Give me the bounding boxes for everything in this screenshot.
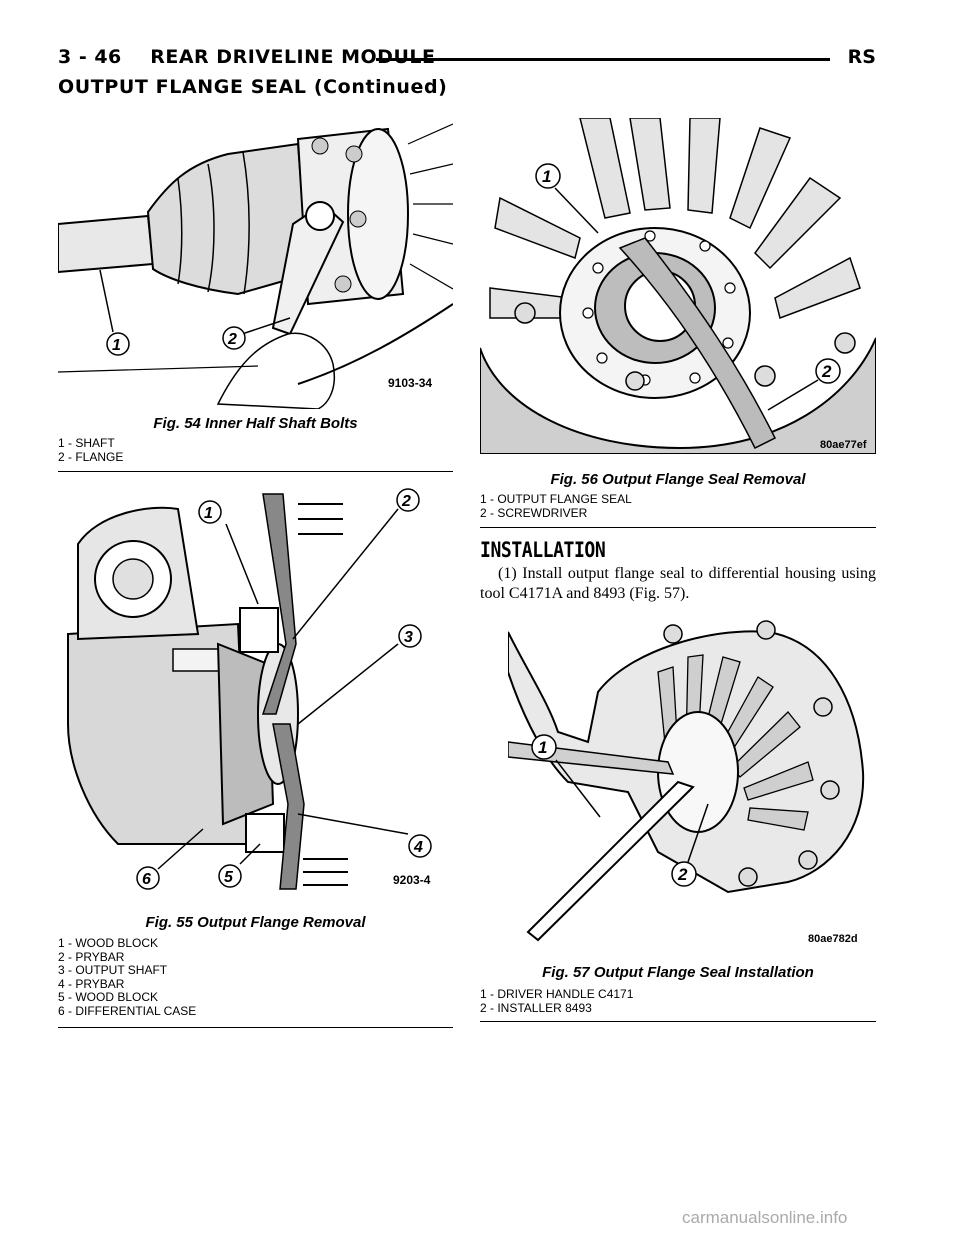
legend-item: 1 - DRIVER HANDLE C4171 [480, 987, 634, 1001]
legend-item: 3 - OUTPUT SHAFT [58, 963, 168, 977]
header-rule [376, 58, 830, 61]
legend-item: 4 - PRYBAR [58, 976, 125, 991]
fig55-callout-3: 3 [404, 629, 413, 646]
fig55-callout-1: 1 [204, 505, 213, 522]
fig56-callout-1: 1 [542, 167, 551, 186]
installation-text: (1) Install output flange seal to differ… [480, 565, 876, 602]
fig54-callout-1: 1 [112, 337, 121, 354]
fig55-callout-5: 5 [224, 869, 234, 886]
fig56-legend: 1 - OUTPUT FLANGE SEAL 2 - SCREWDRIVER [480, 492, 632, 520]
fig56-code: 80ae77ef [820, 439, 867, 451]
fig55-callout-6: 6 [142, 871, 151, 888]
installation-step: (1) Install output flange seal to differ… [480, 564, 876, 604]
fig57-caption: Fig. 57 Output Flange Seal Installation [542, 964, 814, 981]
legend-item: 2 - PRYBAR [58, 949, 125, 964]
fig55-caption: Fig. 55 Output Flange Removal [145, 914, 366, 931]
fig57-code: 80ae782d [808, 933, 858, 945]
section-title: OUTPUT FLANGE SEAL (Continued) [58, 76, 448, 98]
fig56-callout-2: 2 [821, 362, 832, 381]
figure-56-illustration: 1 2 80ae77ef [480, 118, 876, 454]
legend-item: 2 - SCREWDRIVER [480, 505, 588, 520]
fig57-legend: 1 - DRIVER HANDLE C4171 2 - INSTALLER 84… [480, 987, 634, 1015]
fig57-callout-2: 2 [677, 865, 688, 884]
fig57-callout-1: 1 [538, 738, 547, 757]
header-title: 3 - 46 REAR DRIVELINE MODULE [58, 46, 436, 68]
fig55-legend: 1 - WOOD BLOCK 2 - PRYBAR 3 - OUTPUT SHA… [58, 936, 197, 1018]
page-header: 3 - 46 REAR DRIVELINE MODULE RS [58, 46, 876, 74]
legend-item: 1 - SHAFT [58, 436, 115, 450]
divider [58, 1027, 453, 1028]
fig54-caption: Fig. 54 Inner Half Shaft Bolts [153, 415, 358, 432]
divider [480, 1021, 876, 1022]
legend-item: 5 - WOOD BLOCK [58, 990, 159, 1004]
divider [58, 471, 453, 472]
fig56-caption: Fig. 56 Output Flange Seal Removal [550, 471, 806, 488]
legend-item: 1 - WOOD BLOCK [58, 936, 159, 950]
legend-item: 1 - OUTPUT FLANGE SEAL [480, 492, 632, 506]
fig55-code: 9203-4 [393, 873, 431, 887]
figure-55-illustration: 1 2 3 4 5 6 9203-4 [58, 484, 453, 904]
figure-57-illustration: 1 2 80ae782d [508, 612, 868, 952]
fig55-callout-2: 2 [401, 493, 411, 510]
divider [480, 527, 876, 528]
fig55-callout-4: 4 [413, 839, 423, 856]
legend-item: 2 - FLANGE [58, 449, 124, 464]
figure-54-illustration: 1 2 9103-34 [58, 104, 453, 409]
legend-item: 6 - DIFFERENTIAL CASE [58, 1003, 197, 1018]
footer-watermark[interactable]: carmanualsonline.info [682, 1208, 848, 1227]
fig54-code: 9103-34 [388, 376, 432, 390]
header-code: RS [847, 46, 876, 68]
installation-heading: INSTALLATION [480, 538, 606, 562]
legend-item: 2 - INSTALLER 8493 [480, 1000, 592, 1015]
fig54-legend: 1 - SHAFT 2 - FLANGE [58, 436, 124, 464]
fig54-callout-2: 2 [227, 331, 237, 348]
